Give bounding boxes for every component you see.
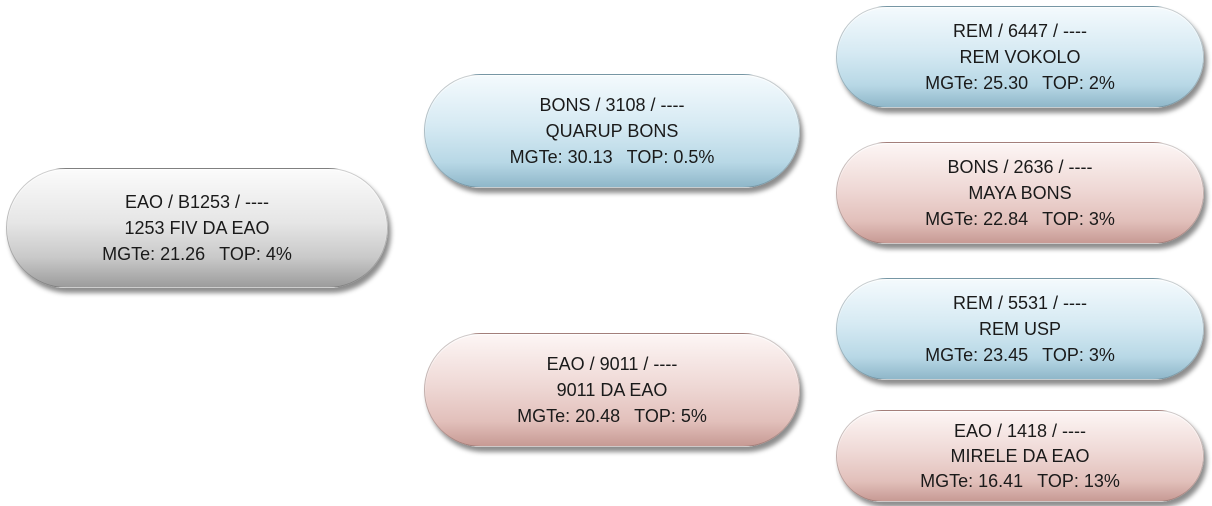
node-metrics: MGTe: 25.30 TOP: 2% xyxy=(925,70,1115,96)
node-mgte: MGTe: 20.48 xyxy=(517,406,621,426)
node-mirele-da-eao[interactable]: EAO / 1418 / ---- MIRELE DA EAO MGTe: 16… xyxy=(836,410,1204,502)
node-top: TOP: 0.5% xyxy=(626,147,715,167)
node-rem-usp[interactable]: REM / 5531 / ---- REM USP MGTe: 23.45 TOP… xyxy=(836,278,1204,380)
node-top: TOP: 13% xyxy=(1037,470,1120,491)
node-mgte: MGTe: 30.13 xyxy=(509,147,613,167)
node-id: EAO / 9011 / ---- xyxy=(546,354,678,374)
node-name: MIRELE DA EAO xyxy=(950,445,1090,466)
node-name: REM USP xyxy=(978,319,1061,339)
node-name: MAYA BONS xyxy=(968,183,1072,203)
node-id: BONS / 2636 / ---- xyxy=(947,157,1093,177)
node-metrics: MGTe: 22.84 TOP: 3% xyxy=(925,206,1115,232)
node-metrics: MGTe: 23.45 TOP: 3% xyxy=(925,342,1115,368)
node-metrics: MGTe: 30.13 TOP: 0.5% xyxy=(510,144,715,170)
node-mgte: MGTe: 23.45 xyxy=(925,345,1029,365)
node-top: TOP: 3% xyxy=(1042,345,1115,365)
node-id: EAO / B1253 / ---- xyxy=(124,192,270,212)
node-name: 9011 DA EAO xyxy=(556,380,668,400)
node-metrics: MGTe: 20.48 TOP: 5% xyxy=(517,403,707,429)
node-top: TOP: 4% xyxy=(219,244,292,264)
node-id: BONS / 3108 / ---- xyxy=(539,95,685,115)
node-metrics: MGTe: 21.26 TOP: 4% xyxy=(102,241,292,267)
node-name: QUARUP BONS xyxy=(545,121,679,141)
node-id: REM / 6447 / ---- xyxy=(952,21,1088,41)
node-mgte: MGTe: 16.41 xyxy=(920,470,1024,491)
node-id: EAO / 1418 / ---- xyxy=(953,420,1087,441)
node-mgte: MGTe: 22.84 xyxy=(925,209,1029,229)
node-rem-vokolo[interactable]: REM / 6447 / ---- REM VOKOLO MGTe: 25.30… xyxy=(836,6,1204,108)
node-name: 1253 FIV DA EAO xyxy=(124,218,270,238)
node-9011-da-eao[interactable]: EAO / 9011 / ---- 9011 DA EAO MGTe: 20.4… xyxy=(424,333,800,447)
node-maya-bons[interactable]: BONS / 2636 / ---- MAYA BONS MGTe: 22.84… xyxy=(836,142,1204,244)
node-quarup-bons[interactable]: BONS / 3108 / ---- QUARUP BONS MGTe: 30.… xyxy=(424,74,800,188)
node-mgte: MGTe: 25.30 xyxy=(925,73,1029,93)
node-top: TOP: 2% xyxy=(1042,73,1115,93)
node-id: REM / 5531 / ---- xyxy=(952,293,1088,313)
node-name: REM VOKOLO xyxy=(959,47,1081,67)
node-metrics: MGTe: 16.41 TOP: 13% xyxy=(920,469,1120,494)
node-top: TOP: 5% xyxy=(634,406,707,426)
node-mgte: MGTe: 21.26 xyxy=(102,244,206,264)
node-root-1253-fiv-da-eao[interactable]: EAO / B1253 / ---- 1253 FIV DA EAO MGTe:… xyxy=(6,168,388,288)
node-top: TOP: 3% xyxy=(1042,209,1115,229)
